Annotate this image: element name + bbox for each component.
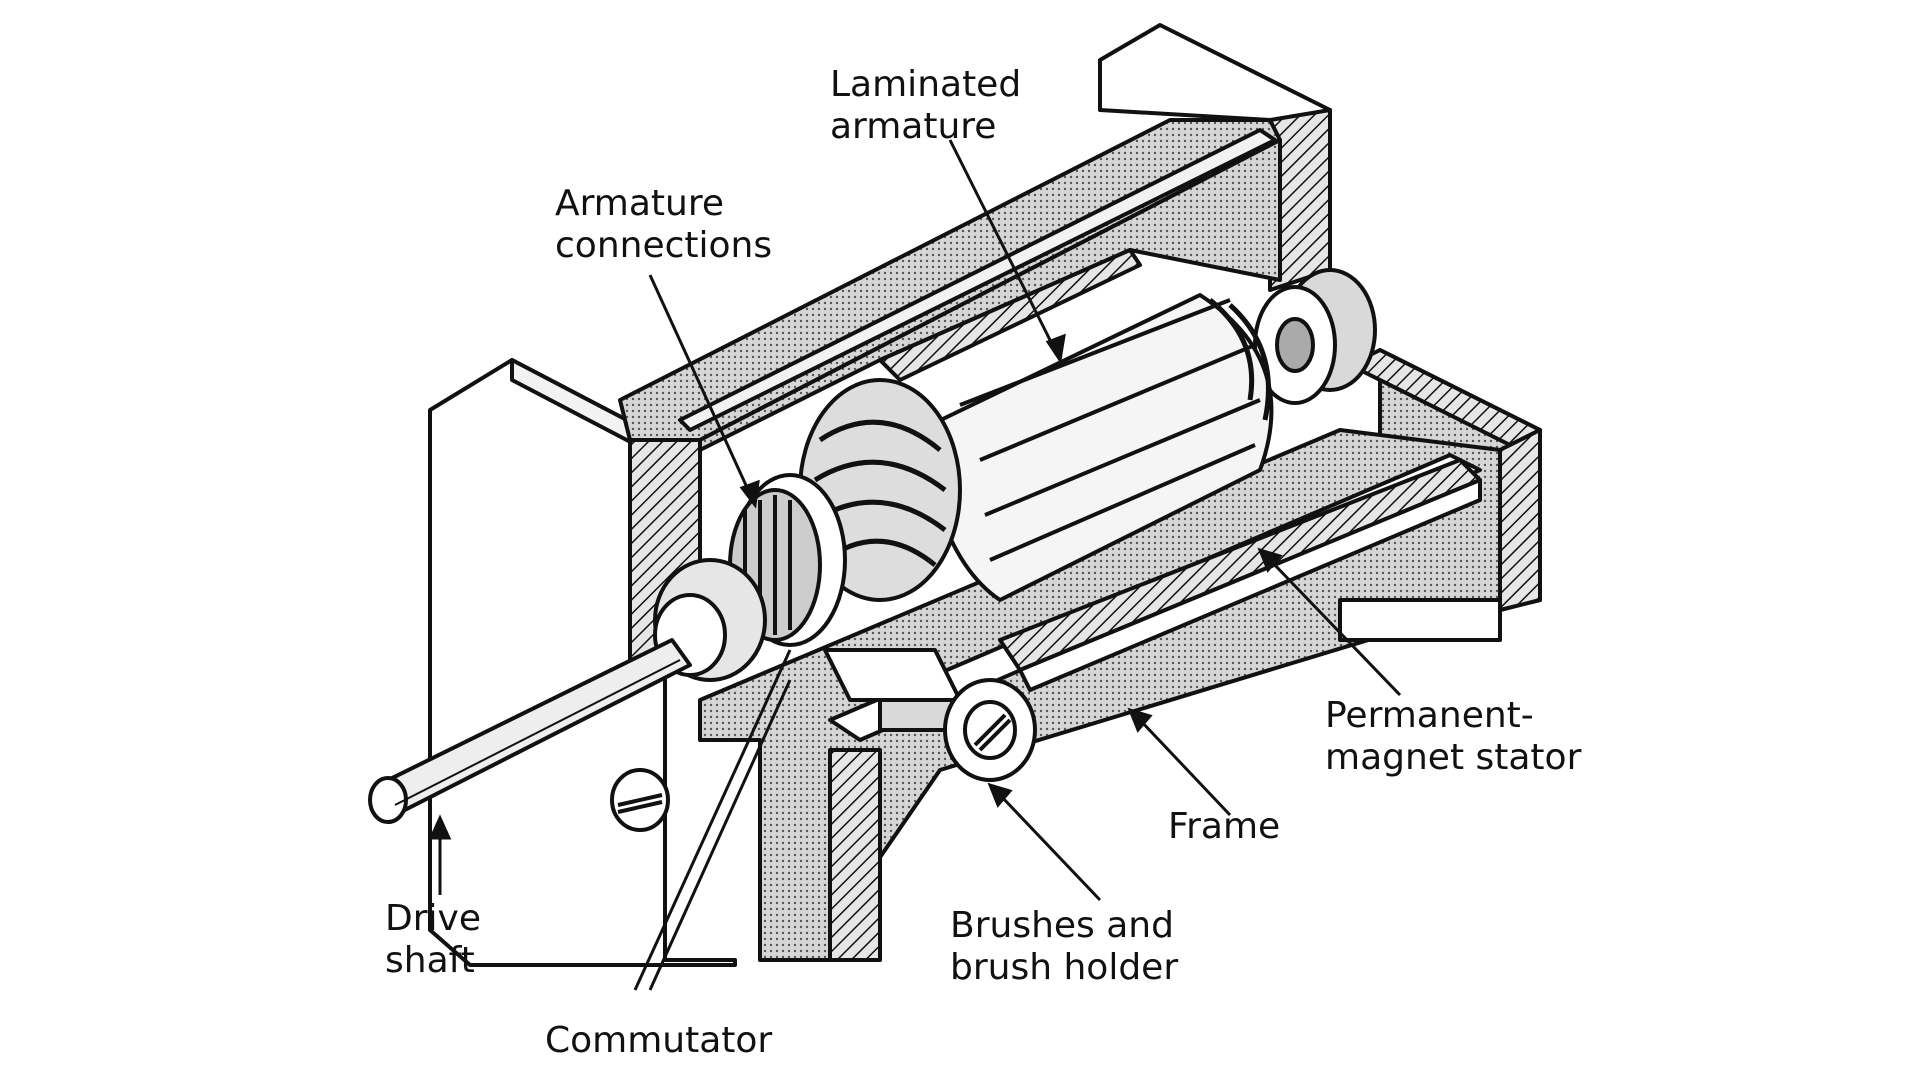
label-commutator: Commutator <box>545 1020 773 1061</box>
label-frame: Frame <box>1168 806 1281 847</box>
arrow-drive-shaft <box>428 814 452 840</box>
leader-armature-connections <box>648 274 757 506</box>
label-laminated-armature: Laminated armature <box>830 64 1022 147</box>
arrow-armature-connections <box>739 479 760 509</box>
leader-permanent-magnet-stator <box>1268 558 1402 697</box>
label-armature-connections: Armature connections <box>555 183 773 266</box>
drive-shaft-assembly <box>368 558 767 824</box>
frame-housing <box>618 23 1542 962</box>
brush-holder <box>823 648 1037 782</box>
leader-laminated-armature <box>948 139 1062 361</box>
label-permanent-magnet-stator: Permanent- magnet stator <box>1325 695 1582 778</box>
leader-frame <box>1138 718 1232 817</box>
leader-brushes <box>998 793 1102 902</box>
arrow-brushes <box>987 782 1013 808</box>
arrow-frame <box>1127 707 1153 733</box>
label-brushes-and-brush-holder: Brushes and brush holder <box>950 905 1179 988</box>
leader-commutator <box>633 649 792 991</box>
arrow-permanent-magnet-stator <box>1257 547 1283 573</box>
leader-lines <box>428 139 1402 991</box>
permanent-magnet-stator <box>998 458 1482 692</box>
label-drive-shaft: Drive shaft <box>385 898 481 981</box>
arrow-laminated-armature <box>1045 333 1066 364</box>
leader-commutator-2 <box>648 679 792 991</box>
